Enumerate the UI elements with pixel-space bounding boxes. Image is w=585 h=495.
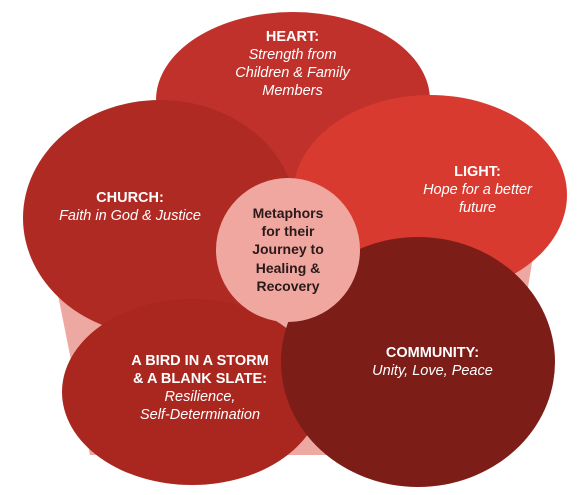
light-petal bbox=[293, 95, 567, 295]
bird-title-line-1: A BIRD IN A STORM bbox=[131, 353, 269, 369]
center-text-line-1: Metaphors bbox=[252, 205, 324, 221]
heart-title: HEART: bbox=[265, 29, 320, 45]
bird-text-line-1: Resilience, bbox=[164, 389, 236, 406]
light-label: LIGHT: Hope for a better future bbox=[385, 163, 570, 217]
community-label: COMMUNITY: Unity, Love, Peace bbox=[340, 344, 525, 380]
church-title: CHURCH: bbox=[96, 190, 164, 206]
community-petal bbox=[281, 237, 555, 487]
center-text-line-4: Healing & bbox=[255, 259, 321, 276]
light-text-line-2: future bbox=[458, 200, 497, 217]
center-text-line-5: Recovery bbox=[256, 277, 320, 294]
center-label: Metaphors for their Journey to Healing &… bbox=[228, 204, 348, 295]
bird-petal bbox=[62, 299, 322, 485]
center-text-line-2: for their bbox=[261, 223, 315, 240]
bird-label: A BIRD IN A STORM & A BLANK SLATE: Resil… bbox=[100, 352, 300, 425]
heart-label: HEART: Strength from Children & Family M… bbox=[200, 28, 385, 101]
heart-text-line-1: Strength from bbox=[248, 47, 337, 64]
center-circle bbox=[216, 178, 360, 322]
center-text-line-3: Journey to bbox=[252, 241, 324, 258]
light-text-line-1: Hope for a better bbox=[423, 182, 532, 199]
community-text-line-1: Unity, Love, Peace bbox=[372, 363, 493, 380]
heart-text-line-2: Children & Family bbox=[235, 65, 350, 82]
bird-text-line-2: Self-Determination bbox=[139, 407, 261, 424]
bird-title-line-2: & A BLANK SLATE: bbox=[133, 371, 267, 388]
church-text-line-1: Faith in God & Justice bbox=[59, 208, 201, 225]
heart-text-line-3: Members bbox=[262, 83, 323, 100]
community-title: COMMUNITY: bbox=[385, 345, 480, 361]
church-label: CHURCH: Faith in God & Justice bbox=[30, 189, 230, 225]
light-title: LIGHT: bbox=[454, 164, 501, 180]
